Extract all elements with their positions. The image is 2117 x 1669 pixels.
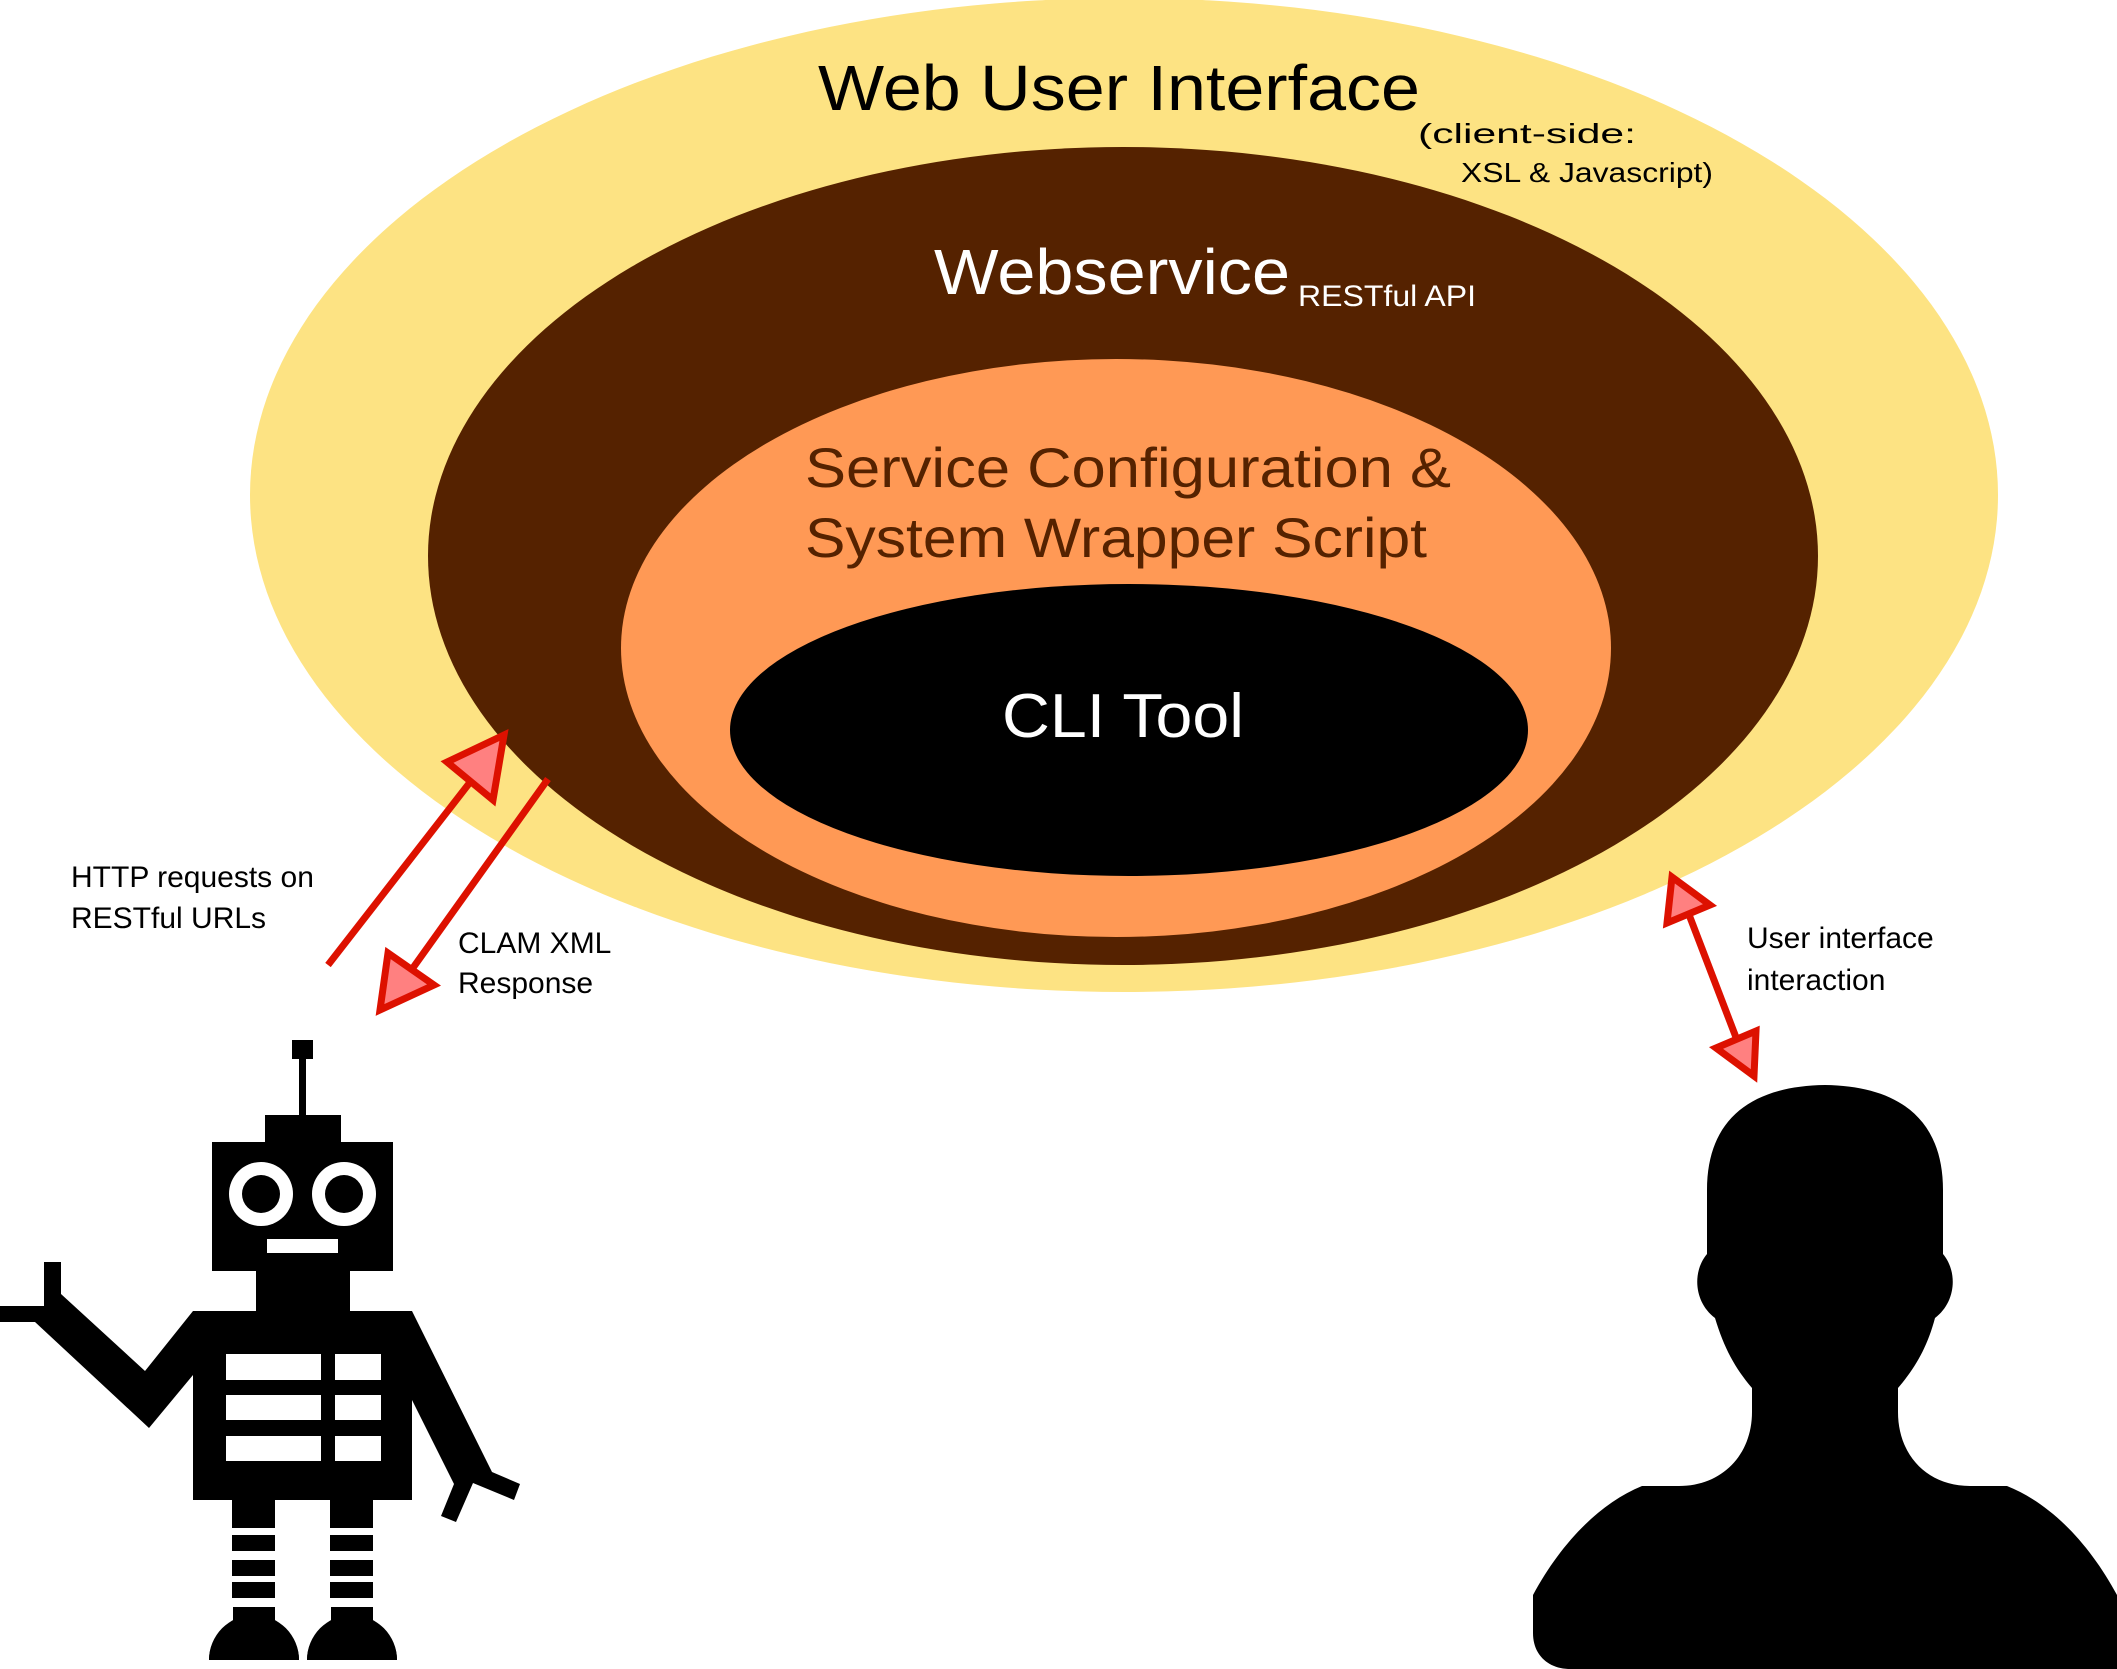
clam-response-label-line1: CLAM XML — [458, 927, 611, 960]
arrow-head-down-icon — [1708, 1025, 1760, 1083]
robot-chest-panel — [226, 1354, 381, 1461]
robot-antenna — [299, 1058, 306, 1118]
robot-legs — [209, 1498, 397, 1660]
robot-chest-bar — [335, 1395, 381, 1420]
robot-left-arm — [0, 1262, 193, 1428]
robot-antenna-tip — [292, 1040, 313, 1059]
person-silhouette-icon — [1533, 1085, 2117, 1669]
robot-mouth — [267, 1239, 338, 1253]
cli-tool-title: CLI Tool — [1002, 682, 1244, 751]
wrapper-title-line2: System Wrapper Script — [805, 506, 1427, 569]
http-request-label-line2: RESTful URLs — [71, 902, 266, 935]
robot-right-pupil — [325, 1175, 363, 1213]
robot-eyes — [229, 1162, 376, 1226]
cli-tool-layer — [730, 584, 1528, 876]
ui-interaction-arrow — [1662, 870, 1760, 1083]
robot-chest-bar — [226, 1436, 321, 1461]
wrapper-title-line1: Service Configuration & — [805, 436, 1451, 499]
robot-chest-bar — [335, 1436, 381, 1461]
robot-icon — [0, 1040, 520, 1660]
clam-response-arrow — [375, 776, 551, 1016]
http-request-arrow — [325, 728, 509, 968]
webservice-title: Webservice — [934, 236, 1290, 308]
arrow-head-up-icon — [1662, 870, 1718, 929]
ui-interaction-label-line2: interaction — [1747, 964, 1885, 997]
ui-interaction-arrow-shaft — [1684, 910, 1741, 1042]
robot-left-pupil — [242, 1175, 280, 1213]
http-request-arrow-shaft — [325, 769, 481, 968]
robot-right-arm — [412, 1311, 520, 1522]
arrow-head-up-icon — [440, 728, 509, 807]
robot-left-leg — [232, 1498, 275, 1528]
robot-head-top — [265, 1115, 341, 1145]
robot-neck — [256, 1269, 350, 1313]
robot-chest-bar — [226, 1395, 321, 1420]
ui-interaction-label-line1: User interface — [1747, 922, 1934, 955]
webservice-subtitle: RESTful API — [1298, 280, 1476, 313]
robot-chest-bar — [335, 1354, 381, 1380]
clam-response-arrow-shaft — [407, 776, 551, 975]
robot-chest-bar — [226, 1354, 321, 1380]
http-request-label-line1: HTTP requests on — [71, 861, 314, 894]
arrow-head-down-icon — [375, 946, 442, 1016]
web-ui-note-line1: (client-side: — [1418, 118, 1636, 149]
robot-right-leg — [330, 1498, 373, 1528]
clam-response-label-line2: Response — [458, 967, 593, 1000]
web-ui-note-line2: XSL & Javascript) — [1461, 157, 1713, 188]
web-ui-title: Web User Interface — [818, 52, 1420, 124]
